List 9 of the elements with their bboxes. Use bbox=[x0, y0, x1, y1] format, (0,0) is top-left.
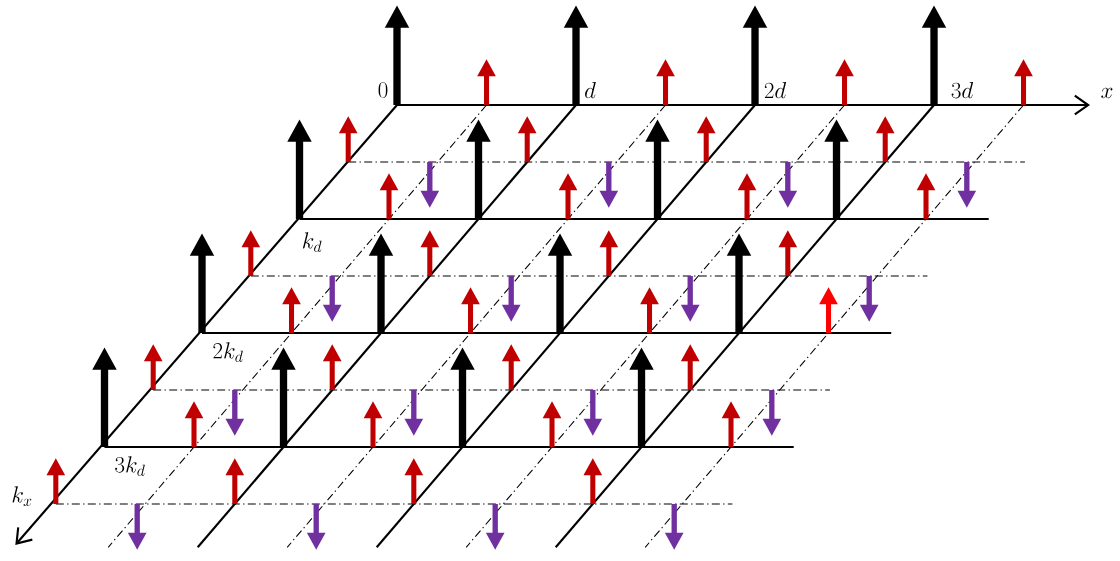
axis-label: $k_x$ bbox=[12, 486, 32, 506]
tick-label: $3k_d$ bbox=[115, 456, 145, 476]
tick-label: $2d$ bbox=[764, 82, 787, 99]
tick-label: $0$ bbox=[378, 82, 388, 98]
tick-label: $d$ bbox=[585, 82, 596, 99]
axis-label: $x$ bbox=[1101, 87, 1113, 99]
tick-label: $k_d$ bbox=[303, 232, 322, 252]
tick-label: $2k_d$ bbox=[213, 342, 243, 362]
tick-label: $3d$ bbox=[951, 82, 974, 99]
